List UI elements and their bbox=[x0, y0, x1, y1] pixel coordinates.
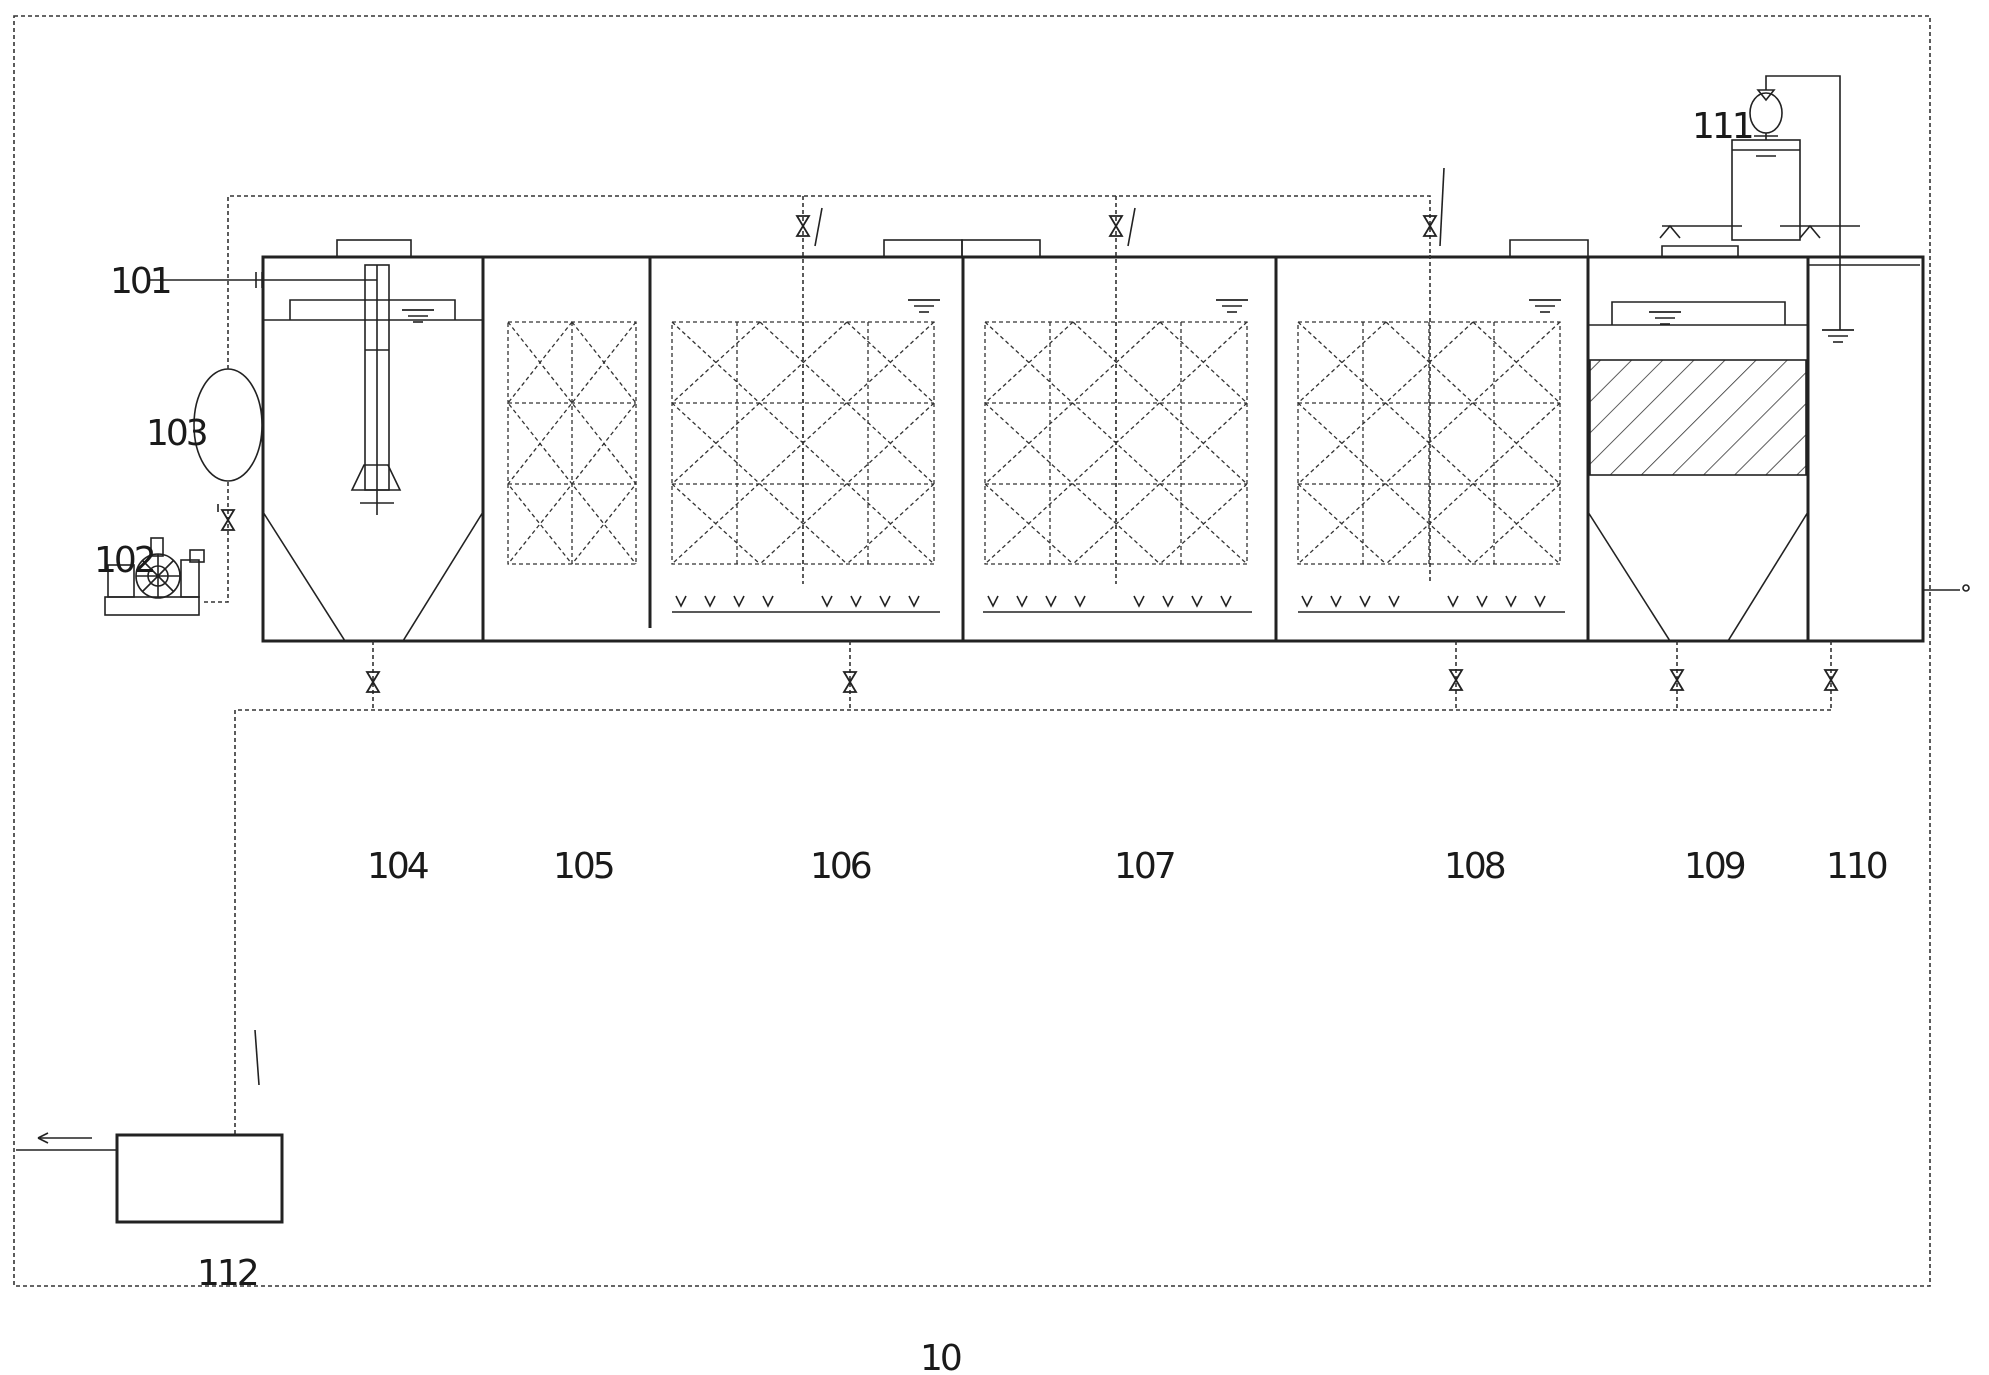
dosing-unit bbox=[1659, 75, 1860, 330]
label-105: 105 bbox=[553, 846, 613, 887]
water-level-107 bbox=[1215, 299, 1249, 313]
label-106: 106 bbox=[810, 846, 871, 887]
packing-media-105 bbox=[507, 321, 637, 565]
outflow-arrow bbox=[16, 1132, 117, 1151]
packing-media-108 bbox=[1297, 321, 1561, 565]
label-109: 109 bbox=[1684, 846, 1745, 887]
label-103: 103 bbox=[146, 413, 207, 454]
manhole-cover-3 bbox=[961, 239, 1041, 258]
water-level-106 bbox=[907, 299, 941, 313]
sedimentation-tank-internals bbox=[1587, 301, 1809, 642]
manhole-cover-1 bbox=[336, 239, 412, 258]
label-107: 107 bbox=[1114, 846, 1174, 887]
tank-top-step bbox=[1509, 239, 1589, 257]
label-108: 108 bbox=[1444, 846, 1505, 887]
system-boundary bbox=[13, 15, 1931, 1287]
partition-walls bbox=[481, 257, 1920, 641]
label-102: 102 bbox=[94, 540, 154, 581]
main-tank-outline bbox=[261, 255, 1925, 643]
label-101: 101 bbox=[110, 261, 170, 302]
water-level-108 bbox=[1528, 299, 1562, 313]
blower-pump bbox=[104, 537, 205, 616]
settling-tank-internals bbox=[250, 264, 484, 642]
outlet-chamber-internals bbox=[1821, 329, 1970, 592]
label-112: 112 bbox=[197, 1253, 257, 1294]
aerator-diffusers bbox=[672, 595, 1565, 613]
label-111: 111 bbox=[1692, 106, 1752, 147]
tank-top-step-2 bbox=[1661, 245, 1739, 257]
sludge-tank-112 bbox=[115, 1133, 284, 1224]
label-104: 104 bbox=[367, 846, 428, 887]
manhole-cover-2 bbox=[883, 239, 963, 258]
sludge-drain-piping bbox=[234, 641, 1838, 1135]
pump-piping bbox=[204, 167, 1445, 603]
figure-id-label: 10 bbox=[920, 1338, 961, 1375]
label-110: 110 bbox=[1826, 846, 1887, 887]
